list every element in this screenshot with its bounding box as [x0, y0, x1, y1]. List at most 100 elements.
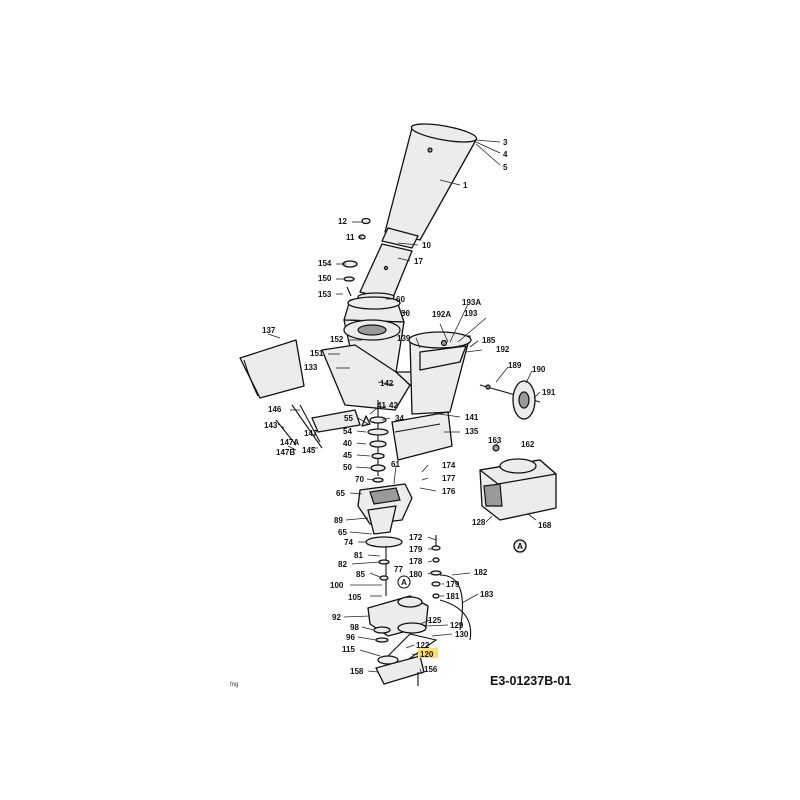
callout-40: 40	[343, 439, 352, 448]
drive-hardware	[430, 535, 472, 641]
callout-150: 150	[318, 274, 332, 283]
callout-182: 182	[474, 568, 488, 577]
callout-176: 176	[442, 487, 456, 496]
callout-50: 50	[343, 463, 352, 472]
callout-172: 172	[409, 533, 423, 542]
engine	[479, 444, 557, 553]
callout-191: 191	[542, 388, 556, 397]
left-guard-panel	[239, 339, 305, 399]
upper-hardware	[342, 217, 371, 297]
callout-3: 3	[503, 138, 508, 147]
callout-122: 122	[416, 641, 430, 650]
central-shaft-stack	[361, 400, 389, 483]
document-id: E3-01237B-01	[490, 674, 571, 688]
callout-5: 5	[503, 163, 508, 172]
callout-154: 154	[318, 259, 332, 268]
callout-100: 100	[330, 581, 344, 590]
callout-193a: 193A	[462, 298, 481, 307]
callout-158: 158	[350, 667, 364, 676]
callout-145: 145	[302, 446, 316, 455]
callout-180: 180	[409, 570, 423, 579]
callout-labels: 3 4 5 1 12 11 10 17 154 150 153 60 30 13…	[262, 138, 556, 676]
callout-178: 178	[409, 557, 423, 566]
callout-189: 189	[508, 361, 522, 370]
gearbox-mount	[367, 595, 429, 643]
callout-92: 92	[332, 613, 341, 622]
callout-190: 190	[532, 365, 546, 374]
callout-156: 156	[424, 665, 438, 674]
support-rods	[275, 404, 361, 449]
svg-text:A: A	[517, 542, 523, 551]
callout-143: 143	[264, 421, 278, 430]
callout-77: 77	[394, 565, 403, 574]
callout-139: 139	[397, 334, 411, 343]
callout-12: 12	[338, 217, 347, 226]
upper-housing	[321, 296, 441, 411]
right-hopper	[408, 331, 472, 415]
callout-135: 135	[465, 427, 479, 436]
callout-147b: 147B	[276, 448, 295, 457]
callout-179b: 179	[446, 580, 460, 589]
callout-179a: 179	[409, 545, 423, 554]
callout-125: 125	[428, 616, 442, 625]
callout-54: 54	[343, 427, 352, 436]
callout-10: 10	[422, 241, 431, 250]
callout-174: 174	[442, 461, 456, 470]
chute-extension	[357, 243, 413, 302]
callout-192a: 192A	[432, 310, 451, 319]
belt-pulley-assembly	[375, 622, 438, 686]
callout-11: 11	[346, 233, 355, 242]
callout-65a: 65	[336, 489, 345, 498]
callout-152: 152	[330, 335, 344, 344]
callout-34: 34	[395, 414, 404, 423]
callout-70: 70	[355, 475, 364, 484]
cutter-housing	[357, 483, 413, 596]
callout-30: 30	[401, 309, 410, 318]
wheel-assembly	[479, 380, 541, 420]
callout-98: 98	[350, 623, 359, 632]
callout-151: 151	[310, 349, 324, 358]
callout-60: 60	[396, 295, 405, 304]
callout-4: 4	[503, 150, 508, 159]
callout-74: 74	[344, 538, 353, 547]
callout-162: 162	[521, 440, 535, 449]
callout-193: 193	[464, 309, 478, 318]
callout-61: 61	[391, 460, 400, 469]
callout-141: 141	[465, 413, 479, 422]
callout-115: 115	[342, 645, 355, 654]
callout-129: 129	[450, 621, 464, 630]
callout-89: 89	[334, 516, 343, 525]
callout-45: 45	[343, 451, 352, 460]
callout-181: 181	[446, 592, 460, 601]
callout-137: 137	[262, 326, 276, 335]
callout-96: 96	[346, 633, 355, 642]
callout-147a: 147A	[280, 438, 299, 447]
callout-133: 133	[304, 363, 318, 372]
svg-text:A: A	[401, 578, 407, 587]
callout-41: 41	[377, 401, 386, 410]
callout-153: 153	[318, 290, 332, 299]
corner-mark: fng	[230, 682, 238, 688]
callout-81: 81	[354, 551, 363, 560]
callout-168: 168	[538, 521, 552, 530]
callout-185: 185	[482, 336, 496, 345]
callout-highlight	[418, 648, 438, 658]
callout-130: 130	[455, 630, 469, 639]
callout-146: 146	[268, 405, 282, 414]
feed-chute	[381, 123, 478, 249]
callout-192: 192	[496, 345, 510, 354]
leader-lines	[267, 139, 541, 675]
reference-marker-a-engine: A	[513, 539, 527, 553]
callout-82: 82	[338, 560, 347, 569]
callout-1: 1	[463, 181, 468, 190]
callout-142: 142	[380, 379, 394, 388]
right-guard-panel	[391, 411, 453, 461]
callout-163: 163	[488, 436, 502, 445]
callout-85: 85	[356, 570, 365, 579]
callout-128: 128	[472, 518, 486, 527]
callout-120: 120	[420, 650, 434, 659]
callout-17: 17	[414, 257, 423, 266]
callout-105: 105	[348, 593, 362, 602]
callout-65b: 65	[338, 528, 347, 537]
